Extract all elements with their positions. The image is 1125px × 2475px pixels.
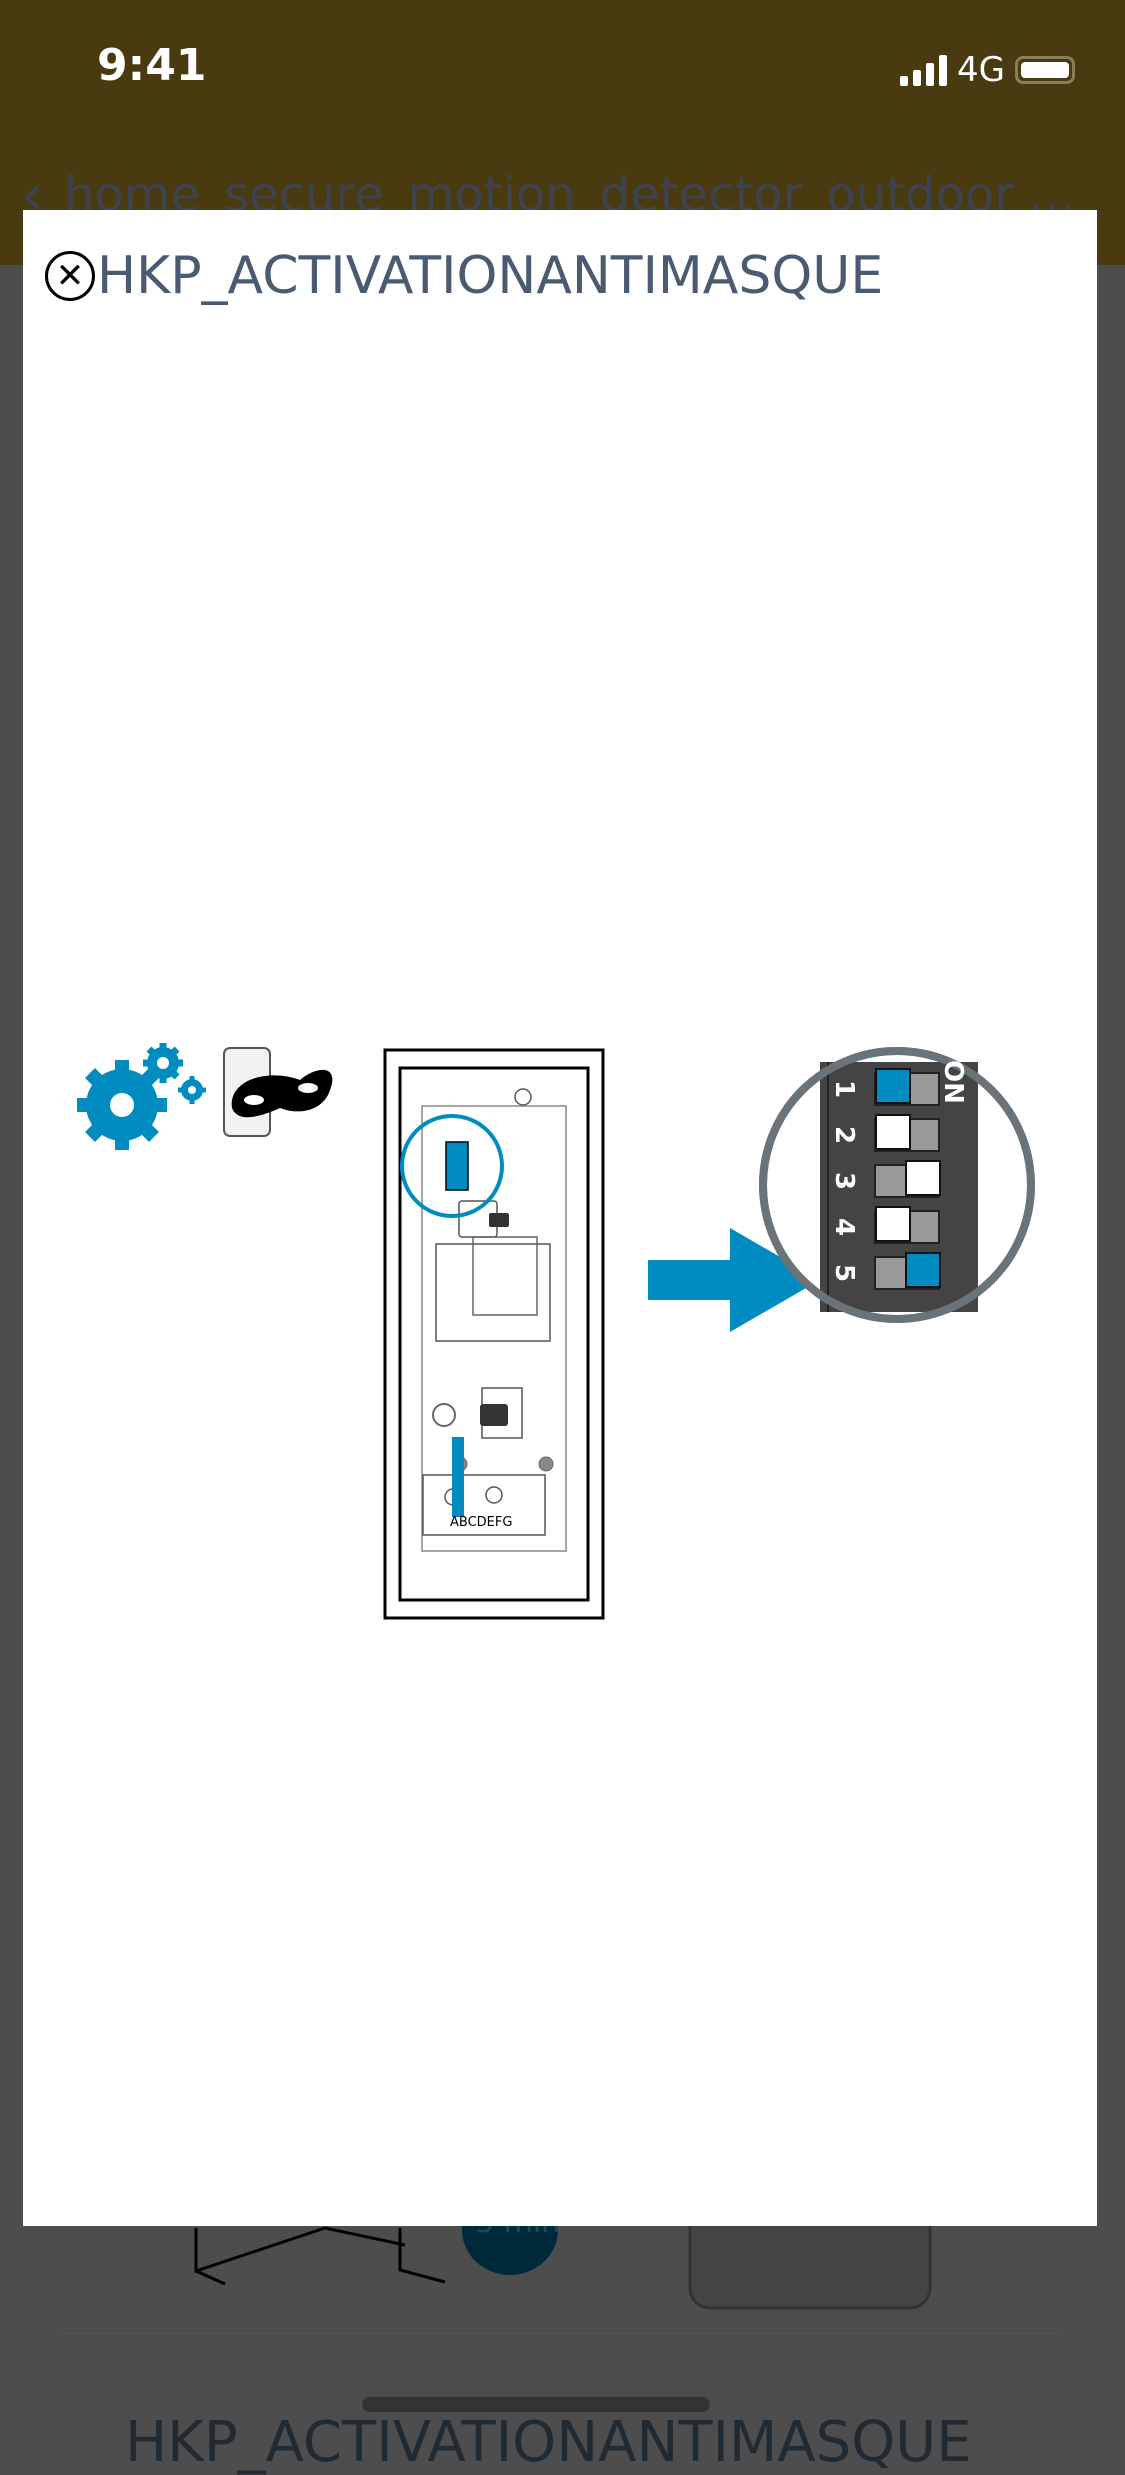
detector-board — [383, 1048, 605, 1620]
dip-switch-4-on — [875, 1206, 911, 1242]
terminal-labels: ABCDEFG — [450, 1515, 512, 1530]
dip-number: 4 — [829, 1218, 859, 1236]
gears-icon — [77, 1043, 206, 1150]
dip-number: 2 — [829, 1126, 859, 1144]
modal-title: HKP_ACTIVATIONANTIMASQUE — [97, 246, 884, 306]
mask-icon — [223, 1047, 333, 1137]
close-icon[interactable]: ✕ — [45, 251, 95, 301]
dip-number: 1 — [829, 1080, 859, 1098]
signal-icon — [900, 54, 948, 86]
dip-switch-3-off — [905, 1160, 941, 1196]
dip-number: 3 — [829, 1172, 859, 1190]
dip-on-label: ON — [938, 1060, 968, 1104]
modal-header: ✕ HKP_ACTIVATIONANTIMASQUE — [45, 246, 883, 306]
dip-switch-1-on — [875, 1068, 911, 1104]
network-label: 4G — [957, 50, 1005, 90]
dip-switch-2-on — [875, 1114, 911, 1150]
status-icons: 4G — [900, 50, 1075, 90]
home-indicator[interactable] — [362, 2397, 710, 2412]
status-time: 9:41 — [97, 40, 207, 91]
dip-switch-5-off — [905, 1252, 941, 1288]
arrow-right-icon — [648, 1228, 820, 1332]
dip-number: 5 — [829, 1264, 859, 1282]
divider — [60, 2333, 1060, 2334]
battery-icon — [1015, 56, 1075, 84]
